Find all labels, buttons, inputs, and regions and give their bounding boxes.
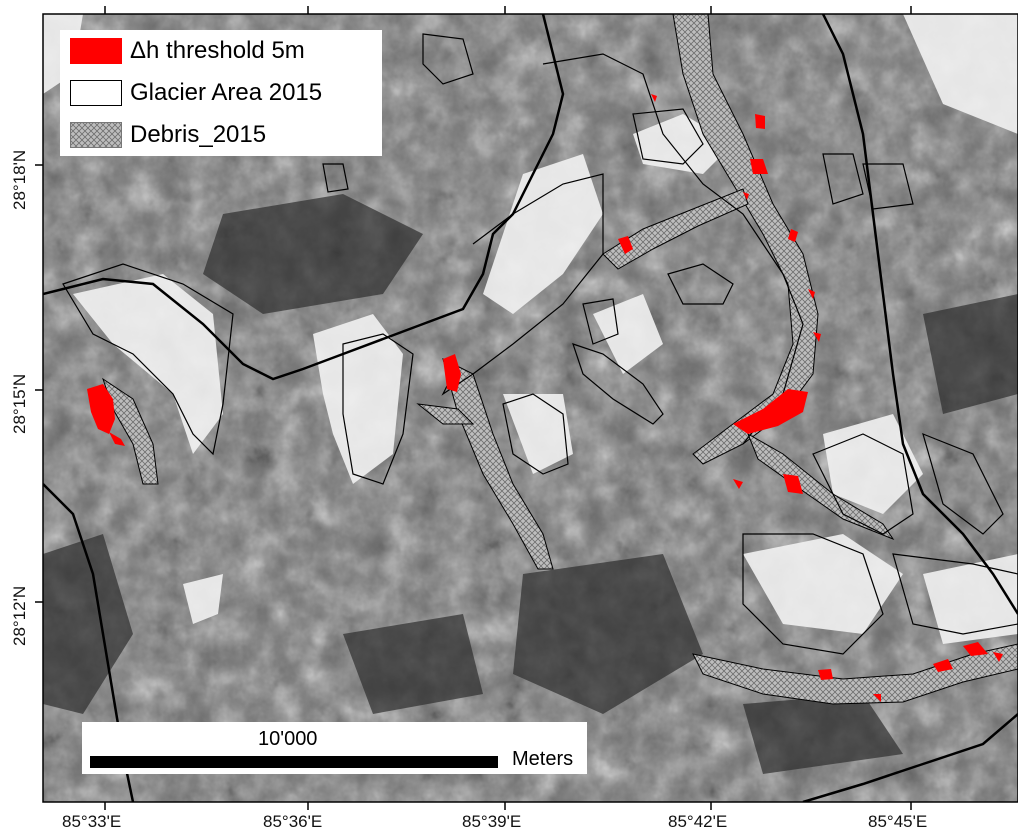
scale-unit-label: Meters xyxy=(512,748,574,770)
latitude-label: 28°12'N xyxy=(10,585,29,646)
latitude-label: 28°18'N xyxy=(10,149,29,210)
boundary-lines xyxy=(43,14,1018,802)
longitude-label: 85°33'E xyxy=(62,812,122,831)
glacier-outlines xyxy=(62,33,1018,655)
legend-item-glacier-area: Glacier Area 2015 xyxy=(70,78,322,108)
crosshatch-swatch xyxy=(70,122,122,148)
elevation-change-patches xyxy=(87,94,1003,702)
legend-label: Glacier Area 2015 xyxy=(130,79,323,106)
legend-label: Δh threshold 5m xyxy=(130,37,305,64)
latitude-label: 28°15'N xyxy=(10,373,29,434)
outline-swatch xyxy=(70,80,122,106)
debris-cover xyxy=(102,14,1018,705)
legend-label: Debris_2015 xyxy=(130,121,267,148)
longitude-label: 85°42'E xyxy=(668,812,728,831)
scale-bar-box: 10'000 Meters xyxy=(82,722,587,774)
legend-item-debris: Debris_2015 xyxy=(70,120,266,150)
scale-bar xyxy=(90,756,498,768)
red-fill-swatch xyxy=(70,38,122,64)
legend-item-elevation-change: Δh threshold 5m xyxy=(70,36,305,66)
longitude-label: 85°45'E xyxy=(868,812,928,831)
shadow-ridges xyxy=(43,194,1018,774)
map-legend: Δh threshold 5m Glacier Area 2015 Debris… xyxy=(60,30,382,156)
scale-distance-label: 10'000 xyxy=(258,728,318,750)
longitude-label: 85°39'E xyxy=(462,812,522,831)
snow-areas xyxy=(43,14,1018,644)
longitude-label: 85°36'E xyxy=(263,812,323,831)
